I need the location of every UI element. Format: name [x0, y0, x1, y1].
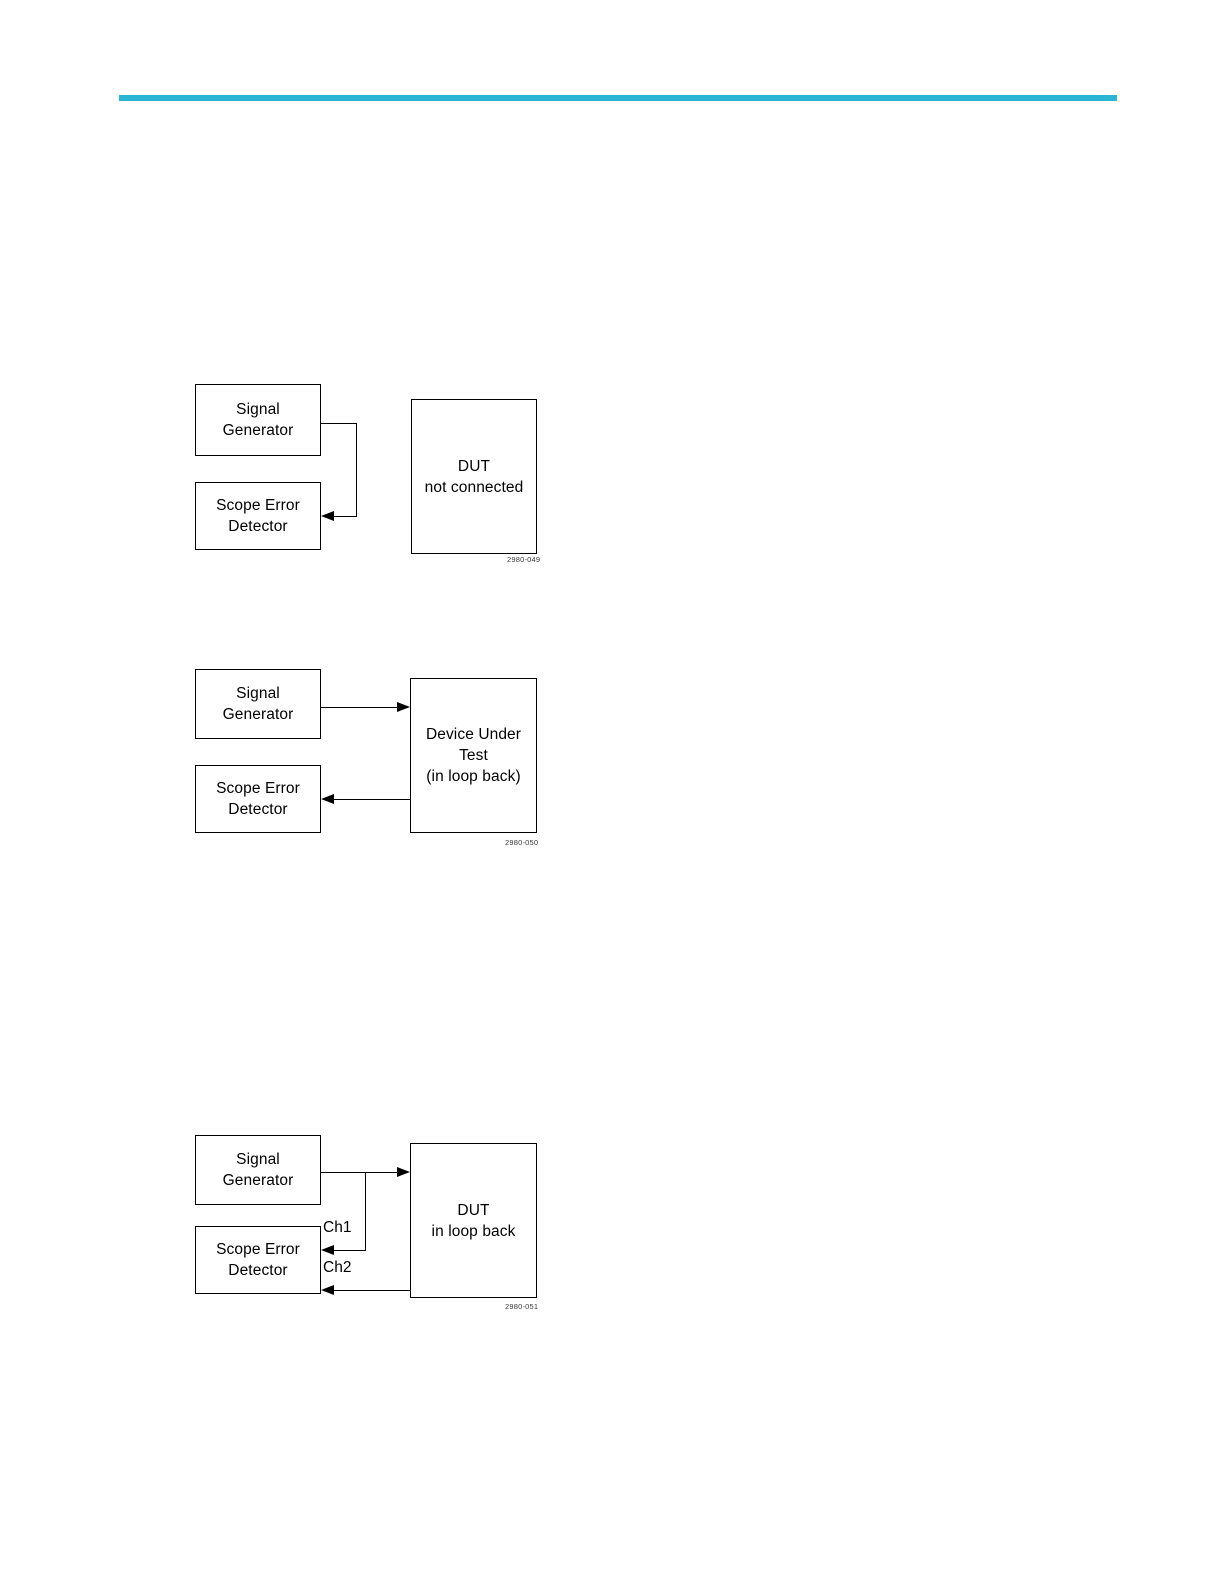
figure-3-signal-generator-label: Signal Generator — [222, 1151, 294, 1189]
figure-3-channel-2-label: Ch2 — [323, 1259, 352, 1276]
figure-1-wire-bottom-segment — [333, 516, 357, 517]
figure-3-scope-error-detector-box: Scope Error Detector — [195, 1226, 322, 1295]
figure-3-wire-ch1-to-scope — [333, 1250, 366, 1251]
figure-2-dut-box: Device Under Test (in loop back) — [410, 678, 538, 834]
figure-2-arrow-to-dut — [397, 702, 410, 712]
figure-3-wire-ch1-branch-vertical — [365, 1172, 366, 1250]
figure-3-dut-box: DUT in loop back — [410, 1143, 538, 1299]
figure-2-caption-id: 2980-050 — [505, 838, 539, 847]
figure-1-scope-error-detector-label: Scope Error Detector — [216, 497, 300, 535]
figure-1-arrow-to-scope — [321, 511, 334, 521]
figure-1-dut-box: DUT not connected — [411, 399, 538, 555]
figure-2-scope-error-detector-box: Scope Error Detector — [195, 765, 322, 834]
figure-2-scope-error-detector-label: Scope Error Detector — [216, 780, 300, 818]
figure-3-signal-generator-box: Signal Generator — [195, 1135, 322, 1206]
figure-3-arrow-ch2-to-scope — [321, 1285, 334, 1295]
figure-3-arrow-ch1-to-scope — [321, 1245, 334, 1255]
figure-1-wire-top-segment — [321, 423, 357, 424]
figure-3-channel-1-label: Ch1 — [323, 1219, 352, 1236]
figure-3-caption-id: 2980-051 — [505, 1302, 539, 1311]
figure-1-wire-vertical-segment — [356, 423, 357, 517]
figure-2-signal-generator-label: Signal Generator — [222, 685, 294, 723]
figure-2-wire-siggen-to-dut — [321, 707, 398, 708]
figure-3-wire-siggen-to-dut — [321, 1172, 398, 1173]
figure-1-signal-generator-box: Signal Generator — [195, 384, 322, 457]
figure-1-signal-generator-label: Signal Generator — [222, 401, 294, 439]
figure-3-scope-error-detector-label: Scope Error Detector — [216, 1241, 300, 1279]
figure-2-signal-generator-box: Signal Generator — [195, 669, 322, 740]
figure-1-caption-id: 2980-049 — [507, 555, 541, 564]
figure-3-arrow-to-dut — [397, 1167, 410, 1177]
figure-2-wire-dut-to-scope — [333, 799, 410, 800]
figure-3-wire-ch2-to-scope — [333, 1290, 411, 1291]
header-rule — [119, 95, 1117, 101]
figure-2-arrow-to-scope — [321, 794, 334, 804]
figure-2-dut-label: Device Under Test (in loop back) — [425, 726, 522, 785]
figure-1-scope-error-detector-box: Scope Error Detector — [195, 482, 322, 551]
figure-3-dut-label: DUT in loop back — [431, 1201, 516, 1240]
figure-1-dut-label: DUT not connected — [424, 457, 524, 496]
